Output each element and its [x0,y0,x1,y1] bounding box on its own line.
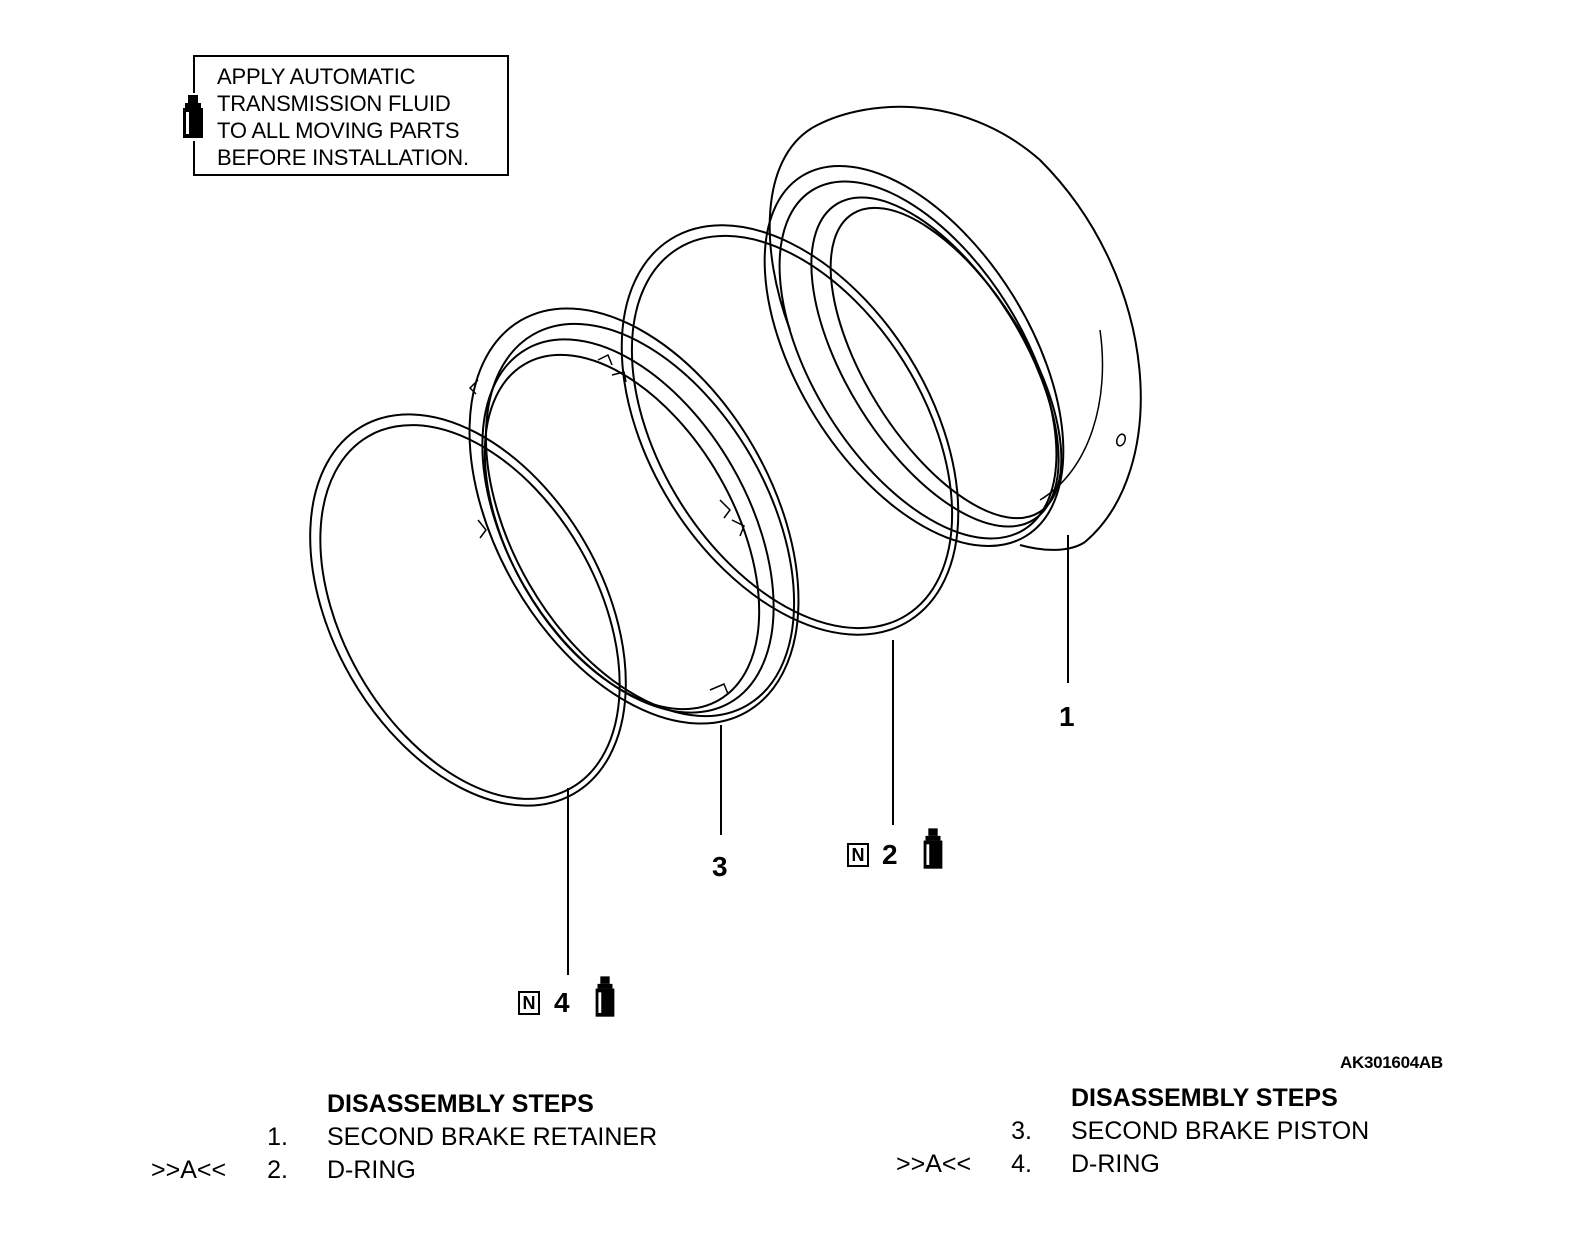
instruction-note: APPLY AUTOMATIC TRANSMISSION FLUID TO AL… [177,55,509,176]
step-label: SECOND BRAKE RETAINER [327,1123,658,1151]
part-2-d-ring [620,224,960,636]
fluid-bottle-icon [923,828,943,869]
steps-right-title: DISASSEMBLY STEPS [1071,1084,1338,1112]
step-number: 1. [267,1123,288,1151]
note-line-1: APPLY AUTOMATIC [217,64,416,89]
new-part-symbol: N [518,991,540,1015]
step-number: 4. [1011,1150,1032,1178]
note-line-4: BEFORE INSTALLATION. [217,145,469,170]
callout-2-number: 2 [882,839,898,870]
step-reference-mark: >>A<< [151,1156,227,1184]
part-3-second-brake-piston [468,307,800,725]
part-4-d-ring [309,413,627,807]
callout-3-number: 3 [712,851,728,882]
step-number: 2. [267,1156,288,1184]
step-label: D-RING [1071,1150,1160,1178]
step-reference-mark: >>A<< [896,1150,972,1178]
step-label: D-RING [327,1156,416,1184]
new-part-symbol: N [847,843,869,867]
note-line-2: TRANSMISSION FLUID [217,91,451,116]
fluid-bottle-icon [177,93,209,141]
note-line-3: TO ALL MOVING PARTS [217,118,460,143]
steps-left-title: DISASSEMBLY STEPS [327,1090,594,1118]
callout-1-number: 1 [1059,701,1075,732]
part-1-second-brake-retainer [763,105,1142,551]
fluid-bottle-icon [595,976,615,1017]
callout-4-number: 4 [554,987,570,1018]
step-number: 3. [1011,1117,1032,1145]
step-label: SECOND BRAKE PISTON [1071,1117,1370,1145]
figure-code: AK301604AB [1340,1053,1443,1072]
